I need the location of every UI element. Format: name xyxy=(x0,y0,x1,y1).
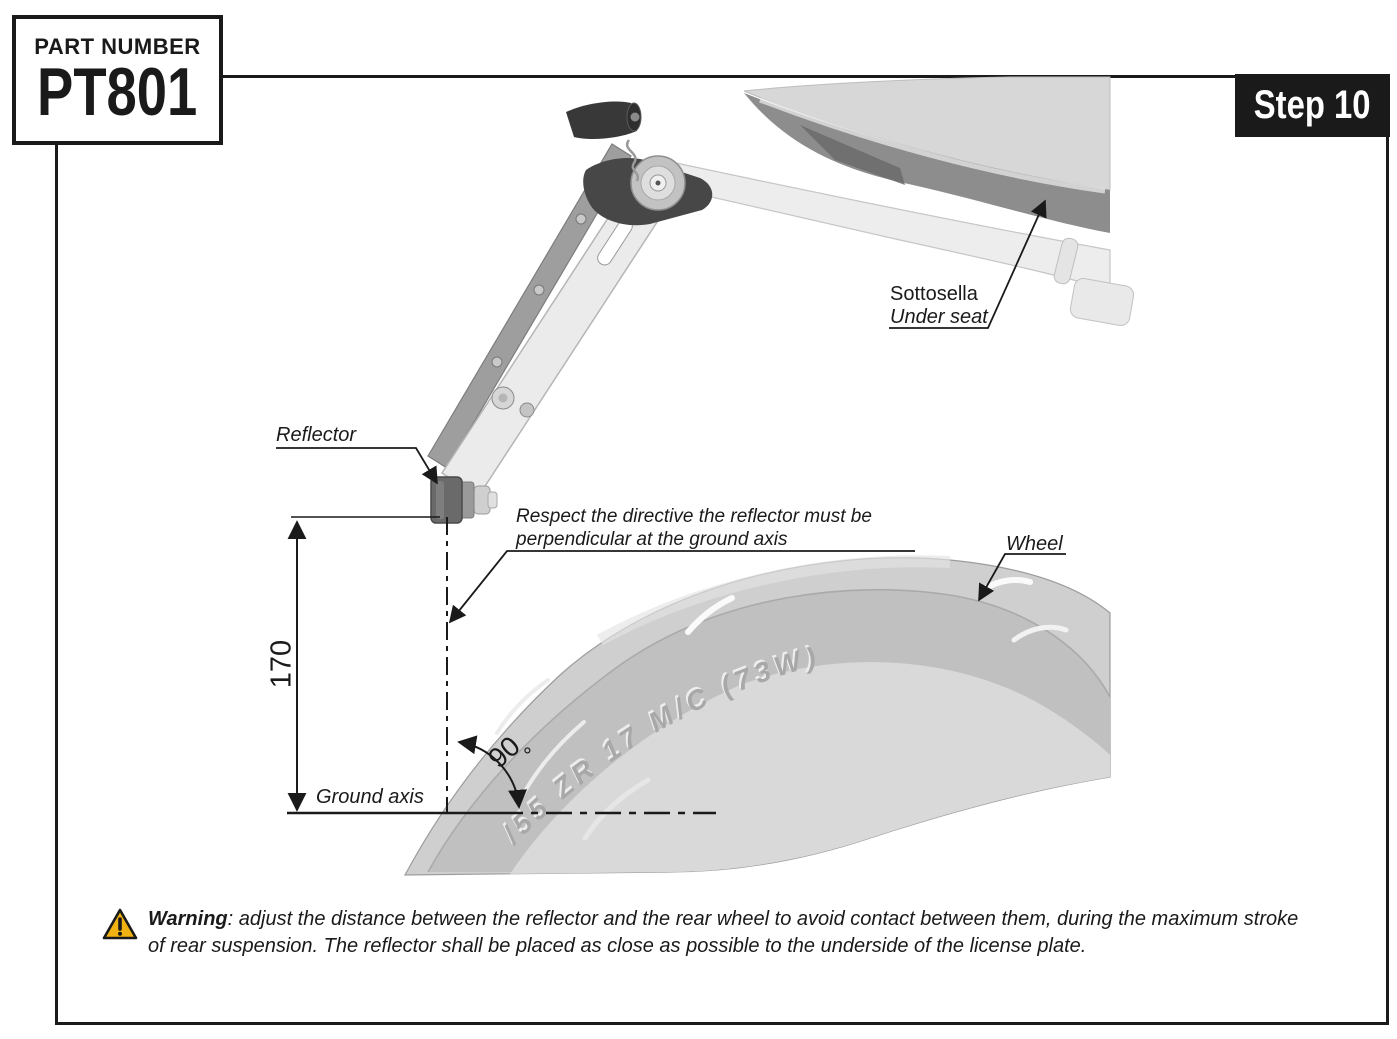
page-frame xyxy=(55,75,1389,1025)
warning-title: Warning xyxy=(148,908,228,930)
dimension-170-label: 170 xyxy=(265,639,298,689)
warning-note: Warning: adjust the distance between the… xyxy=(148,906,1363,960)
warning-line2: of rear suspension. The reflector shall … xyxy=(148,935,1087,957)
reflector-label: Reflector xyxy=(276,424,357,446)
wheel-label: Wheel xyxy=(1006,533,1063,555)
directive-note-line2: perpendicular at the ground axis xyxy=(516,529,788,550)
step-badge: Step 10 xyxy=(1235,74,1390,137)
warning-line1: Warning: adjust the distance between the… xyxy=(148,908,1299,930)
directive-note: Respect the directive the reflector must… xyxy=(516,505,872,551)
part-number-box: PART NUMBER PT801 xyxy=(12,15,223,145)
part-number-caption: PART NUMBER xyxy=(34,34,201,59)
under-seat-label-it: Sottosella xyxy=(890,283,978,305)
warning-triangle-icon xyxy=(102,908,138,940)
ground-axis-label: Ground axis xyxy=(316,786,424,808)
part-number-value: PT801 xyxy=(37,54,198,130)
directive-note-line1: Respect the directive the reflector must… xyxy=(516,506,872,527)
angle-degree-symbol: ° xyxy=(523,743,532,768)
under-seat-label-en: Under seat xyxy=(890,306,988,328)
step-badge-label: Step 10 xyxy=(1254,83,1371,127)
